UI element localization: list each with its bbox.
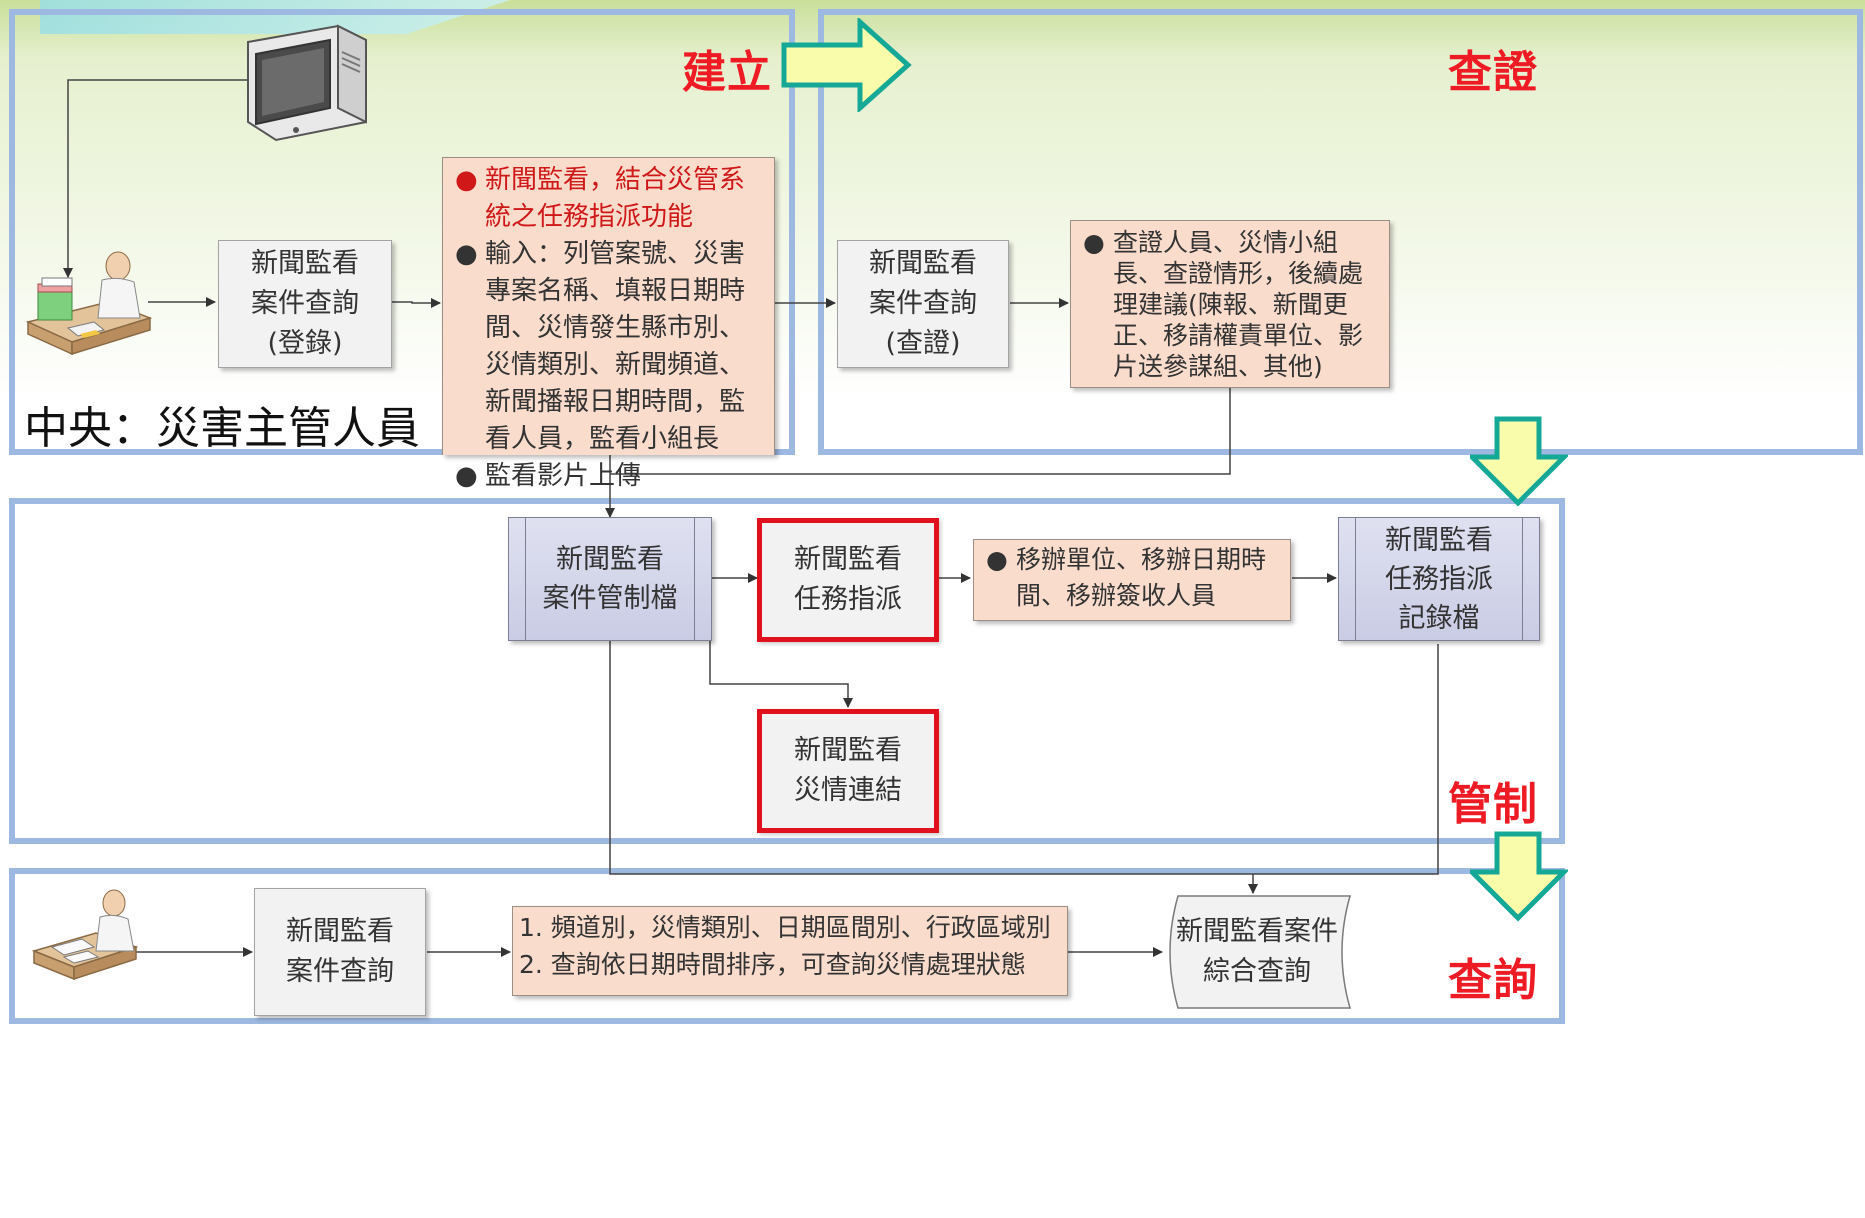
down-arrow-icon xyxy=(1470,416,1568,507)
right-arrow-icon xyxy=(781,18,912,112)
assign-record-store: 新聞監看 任務指派 記錄檔 xyxy=(1338,517,1540,641)
disaster-link-label: 新聞監看 災情連結 xyxy=(794,735,902,806)
staff-reviewing-icon xyxy=(31,889,139,981)
task-assign-label: 新聞監看 任務指派 xyxy=(794,544,902,615)
verify-note: ●查證人員、災情小組長、查證情形，後續處理建議(陳報、新聞更正、移請權責單位、影… xyxy=(1070,220,1390,388)
register-note-item: ●監看影片上傳 xyxy=(455,461,642,491)
register-query-box: 新聞監看 案件查詢 (登錄) xyxy=(218,240,392,368)
stage-label-query: 查詢 xyxy=(1448,955,1538,1006)
register-note: ●新聞監看，結合災管系統之任務指派功能 ●輸入：列管案號、災害專案名稱、填報日期… xyxy=(442,157,775,491)
verify-query-label: 新聞監看 案件查詢 (查證) xyxy=(869,248,977,359)
region-create xyxy=(9,9,795,455)
control-file-label: 新聞監看 案件管制檔 xyxy=(542,544,678,614)
register-note-item: ●輸入：列管案號、災害專案名稱、填報日期時間、災情發生縣市別、災情類別、新聞頻道… xyxy=(455,239,746,454)
control-file-store: 新聞監看 案件管制檔 xyxy=(508,517,712,641)
stage-label-control: 管制 xyxy=(1448,779,1538,830)
staff-at-desk-icon xyxy=(25,251,153,356)
verify-query-box: 新聞監看 案件查詢 (查證) xyxy=(837,240,1009,368)
region-verify xyxy=(818,9,1863,455)
computer-monitor-icon xyxy=(247,24,367,142)
case-query-box: 新聞監看 案件查詢 xyxy=(254,888,426,1016)
stage-label-verify: 查證 xyxy=(1448,47,1538,98)
query-note-line2: 2. 查詢依日期時間排序，可查詢災情處理狀態 xyxy=(519,950,1026,979)
down-arrow-icon xyxy=(1470,831,1568,922)
disaster-link-box: 新聞監看 災情連結 xyxy=(757,709,939,833)
role-caption: 中央：災害主管人員 xyxy=(24,403,420,454)
query-note: 1. 頻道別，災情類別、日期區間別、行政區域別 2. 查詢依日期時間排序，可查詢… xyxy=(512,906,1068,996)
register-query-label: 新聞監看 案件查詢 (登錄) xyxy=(251,248,359,359)
case-query-label: 新聞監看 案件查詢 xyxy=(286,916,394,987)
stage-label-create: 建立 xyxy=(682,47,772,98)
assign-note: ●移辦單位、移辦日期時間、移辦簽收人員 xyxy=(973,539,1291,621)
assign-record-label: 新聞監看 任務指派 記錄檔 xyxy=(1385,524,1493,634)
verify-note-item: ●查證人員、災情小組長、查證情形，後續處理建議(陳報、新聞更正、移請權責單位、影… xyxy=(1083,228,1364,381)
comprehensive-query-label: 新聞監看案件 綜合查詢 xyxy=(1176,916,1338,987)
comprehensive-query-document xyxy=(1169,895,1351,1009)
assign-note-item: ●移辦單位、移辦日期時間、移辦簽收人員 xyxy=(986,545,1267,610)
task-assign-box: 新聞監看 任務指派 xyxy=(757,518,939,642)
query-note-line1: 1. 頻道別，災情類別、日期區間別、行政區域別 xyxy=(519,913,1051,942)
register-note-item: ●新聞監看，結合災管系統之任務指派功能 xyxy=(455,165,746,232)
